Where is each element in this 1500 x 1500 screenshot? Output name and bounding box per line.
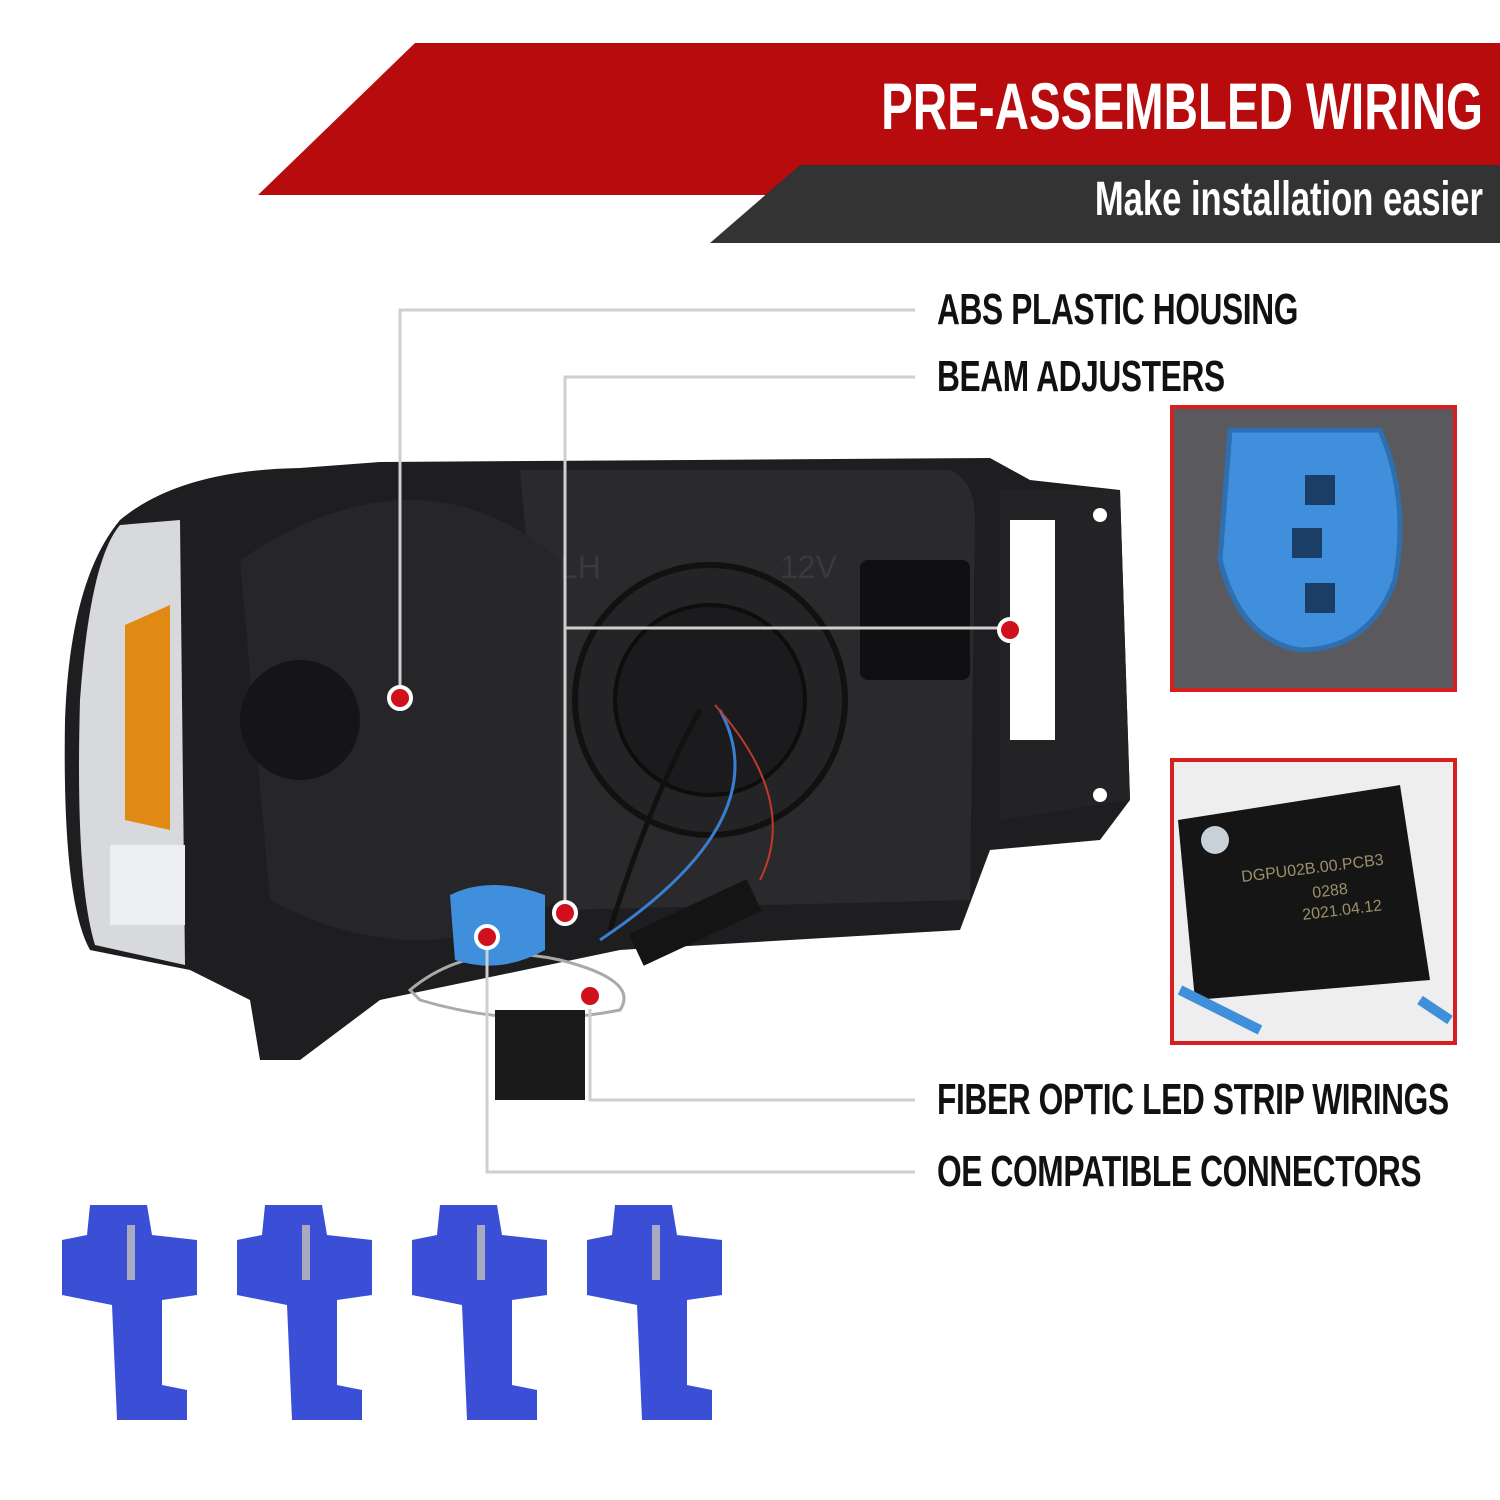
inset-module: DGPU02B.00.PCB3 0288 2021.04.12 <box>1170 758 1457 1045</box>
wire-tap <box>62 1205 197 1420</box>
dot-beam-adjuster-2 <box>552 900 578 926</box>
dot-connector <box>474 924 500 950</box>
callout-fiber-optic: FIBER OPTIC LED STRIP WIRINGS <box>937 1075 1449 1124</box>
headlamp: 12V LH <box>64 458 1130 1100</box>
wire-tap <box>412 1205 547 1420</box>
callout-lines <box>398 308 1005 1174</box>
inset-connector <box>1170 405 1457 692</box>
dot-beam-adjuster <box>997 617 1023 643</box>
dot-fiber <box>577 983 603 1009</box>
red-banner <box>258 43 1500 195</box>
callout-dots <box>387 617 1023 1009</box>
banner-title: PRE-ASSEMBLED WIRING <box>881 69 1483 143</box>
wire-tap <box>587 1205 722 1420</box>
wire-taps <box>62 1205 722 1420</box>
housing-voltage: 12V <box>780 549 838 585</box>
callout-oe-connectors: OE COMPATIBLE CONNECTORS <box>937 1147 1422 1196</box>
dark-banner <box>710 165 1500 243</box>
dot-housing <box>387 685 413 711</box>
housing-side: LH <box>560 549 601 585</box>
wire-tap <box>237 1205 372 1420</box>
module-text-2: 0288 <box>1311 881 1349 902</box>
callout-beam-adjusters: BEAM ADJUSTERS <box>937 352 1225 401</box>
callout-abs-housing: ABS PLASTIC HOUSING <box>937 285 1299 334</box>
banner-subtitle: Make installation easier <box>1094 173 1483 226</box>
